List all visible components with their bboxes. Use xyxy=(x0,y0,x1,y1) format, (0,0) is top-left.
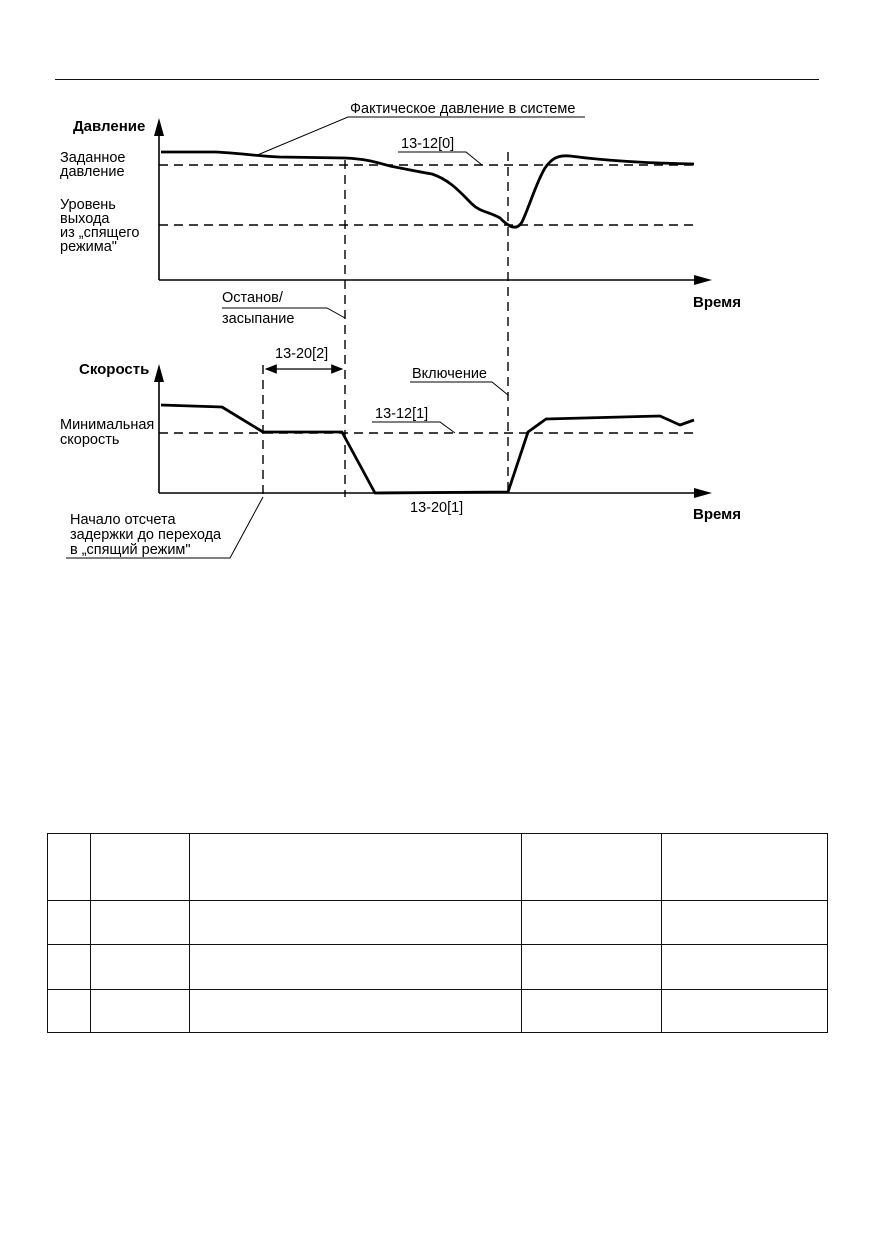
table-cell xyxy=(521,944,662,990)
table-row xyxy=(47,989,828,1033)
pressure-y-axis-label: Давление xyxy=(73,118,145,135)
table-cell xyxy=(90,900,190,945)
set-pressure-label-line2: давление xyxy=(60,164,125,180)
start-label: Включение xyxy=(412,366,487,382)
pressure-x-axis-label: Время xyxy=(693,294,741,311)
pressure-chart: Давление Заданное давление Уровень выход… xyxy=(60,101,741,327)
table-cell xyxy=(521,989,662,1033)
min-speed-label-line1: Минимальная xyxy=(60,417,154,433)
table-cell xyxy=(521,833,662,901)
table-cell xyxy=(47,833,91,901)
param-13-12-0-callout xyxy=(398,151,483,166)
delay-start-label-line3: в „спящий режим" xyxy=(70,542,191,558)
table-cell xyxy=(661,944,828,990)
wake-level-label-line3: из „спящего xyxy=(60,225,139,241)
speed-x-axis-arrow xyxy=(694,488,712,498)
table-cell xyxy=(47,900,91,945)
stop-callout xyxy=(222,307,346,319)
delay-start-label-line2: задержки до перехода xyxy=(70,527,222,543)
table-cell xyxy=(661,900,828,945)
table-cell xyxy=(90,989,190,1033)
pressure-x-axis-arrow xyxy=(694,275,712,285)
param-13-20-1-label: 13-20[1] xyxy=(410,500,463,516)
speed-curve xyxy=(160,403,695,495)
table-header-row xyxy=(47,833,828,901)
min-speed-label-line2: скорость xyxy=(60,432,119,448)
start-callout xyxy=(410,381,509,396)
parameter-table xyxy=(47,833,828,1033)
table-cell xyxy=(521,900,662,945)
table-cell xyxy=(189,833,522,901)
table-cell xyxy=(189,989,522,1033)
table-cell xyxy=(189,900,522,945)
speed-y-axis-label: Скорость xyxy=(79,361,149,378)
actual-pressure-callout xyxy=(254,116,585,157)
speed-chart: Скорость Минимальная скорость 13-20[2] В… xyxy=(60,346,741,559)
actual-pressure-label: Фактическое давление в системе xyxy=(350,101,575,117)
table-row xyxy=(47,900,828,945)
table-cell xyxy=(661,989,828,1033)
table-cell xyxy=(90,944,190,990)
pressure-y-axis-arrow xyxy=(154,118,164,136)
delay-start-label-line1: Начало отсчета xyxy=(70,512,176,528)
table-row xyxy=(47,944,828,990)
table-cell xyxy=(189,944,522,990)
delay-param-label: 13-20[2] xyxy=(275,346,328,362)
speed-y-axis-arrow xyxy=(154,364,164,382)
table-cell xyxy=(47,944,91,990)
wake-level-label-line1: Уровень xyxy=(60,197,116,213)
table-cell xyxy=(47,989,91,1033)
wake-level-label-line2: выхода xyxy=(60,211,110,227)
param-13-12-1-label: 13-12[1] xyxy=(375,406,428,422)
speed-x-axis-label: Время xyxy=(693,506,741,523)
actual-pressure-curve xyxy=(161,150,695,229)
header-rule xyxy=(55,79,819,80)
sleep-mode-diagram: Давление Заданное давление Уровень выход… xyxy=(60,101,741,559)
set-pressure-label-line1: Заданное xyxy=(60,150,126,166)
table-cell xyxy=(90,833,190,901)
stop-label-line2: засыпание xyxy=(222,311,294,327)
param-13-12-0-label: 13-12[0] xyxy=(401,136,454,152)
delay-start-callout xyxy=(66,496,264,559)
wake-level-label-line4: режима" xyxy=(60,239,117,255)
param-13-12-1-callout xyxy=(372,421,456,434)
stop-label-line1: Останов/ xyxy=(222,290,284,306)
table-cell xyxy=(661,833,828,901)
